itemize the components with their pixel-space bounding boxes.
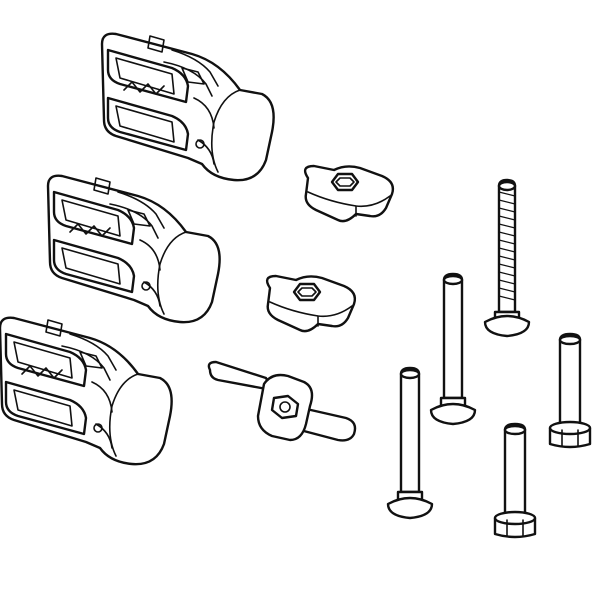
carriage-bolt-long: [483, 178, 531, 338]
star-knob-lower: [265, 274, 357, 333]
clamp-bracket-middle: [46, 174, 221, 324]
t-handle-knob: [207, 360, 357, 442]
carriage-bolt-center: [429, 272, 477, 426]
star-knob-upper: [303, 164, 395, 223]
clamp-bracket-top: [100, 32, 275, 182]
clamp-bracket-bottom: [0, 316, 173, 466]
hex-bolt-right: [548, 332, 592, 449]
hex-bolt-front: [493, 422, 537, 539]
carriage-bolt-left: [386, 366, 434, 520]
